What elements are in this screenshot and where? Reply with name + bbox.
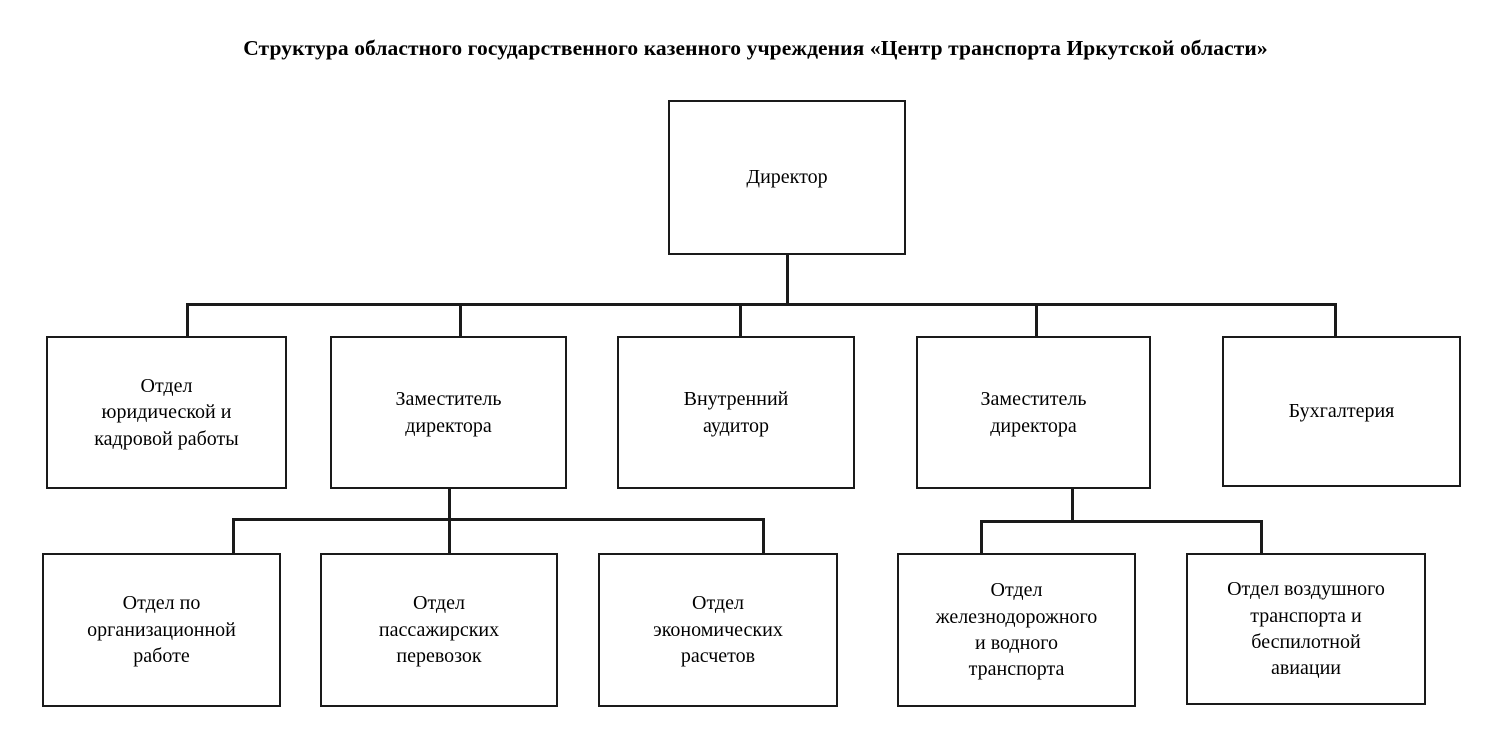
- connector-deputy-1-bus: [232, 518, 764, 521]
- connector-drop-deputy-2: [1035, 303, 1038, 338]
- connector-level1-bus: [186, 303, 1336, 306]
- node-internal-auditor[interactable]: Внутренний аудитор: [617, 336, 855, 489]
- node-accounting[interactable]: Бухгалтерия: [1222, 336, 1461, 487]
- node-rail-water-transport-label: Отдел железнодорожного и водного транспо…: [935, 579, 1098, 681]
- connector-drop-accounting: [1334, 303, 1337, 338]
- connector-drop-org-work: [232, 518, 235, 555]
- connector-drop-passenger: [448, 518, 451, 555]
- node-internal-auditor-label: Внутренний аудитор: [683, 388, 789, 437]
- node-legal-hr-label: Отдел юридической и кадровой работы: [94, 374, 239, 450]
- connector-deputy-2-bus: [980, 520, 1262, 523]
- connector-deputy-1-stem: [448, 489, 451, 521]
- node-air-transport-uav-label: Отдел воздушного транспорта и беспилотно…: [1227, 578, 1385, 680]
- node-director-label: Директор: [746, 166, 828, 189]
- node-air-transport-uav[interactable]: Отдел воздушного транспорта и беспилотно…: [1186, 553, 1426, 705]
- connector-drop-deputy-1: [459, 303, 462, 338]
- connector-deputy-2-stem: [1071, 489, 1074, 522]
- node-director[interactable]: Директор: [668, 100, 906, 255]
- connector-drop-economics: [762, 518, 765, 555]
- node-economic-calculations[interactable]: Отдел экономических расчетов: [598, 553, 838, 707]
- node-accounting-label: Бухгалтерия: [1288, 400, 1395, 423]
- node-organizational-work-label: Отдел по организационной работе: [87, 592, 236, 668]
- connector-drop-legal-hr: [186, 303, 189, 338]
- node-deputy-director-1[interactable]: Заместитель директора: [330, 336, 567, 489]
- connector-director-stem: [786, 255, 789, 306]
- connector-drop-rail-water: [980, 520, 983, 555]
- node-deputy-director-2-label: Заместитель директора: [980, 388, 1087, 437]
- node-deputy-director-1-label: Заместитель директора: [395, 388, 502, 437]
- node-passenger-transport[interactable]: Отдел пассажирских перевозок: [320, 553, 558, 707]
- node-rail-water-transport[interactable]: Отдел железнодорожного и водного транспо…: [897, 553, 1136, 707]
- connector-drop-internal-auditor: [739, 303, 742, 338]
- connector-drop-air-uav: [1260, 520, 1263, 555]
- node-economic-calculations-label: Отдел экономических расчетов: [653, 592, 783, 668]
- node-legal-hr[interactable]: Отдел юридической и кадровой работы: [46, 336, 287, 489]
- node-deputy-director-2[interactable]: Заместитель директора: [916, 336, 1151, 489]
- page-title: Структура областного государственного ка…: [243, 36, 1268, 60]
- node-passenger-transport-label: Отдел пассажирских перевозок: [378, 592, 500, 668]
- node-organizational-work[interactable]: Отдел по организационной работе: [42, 553, 281, 707]
